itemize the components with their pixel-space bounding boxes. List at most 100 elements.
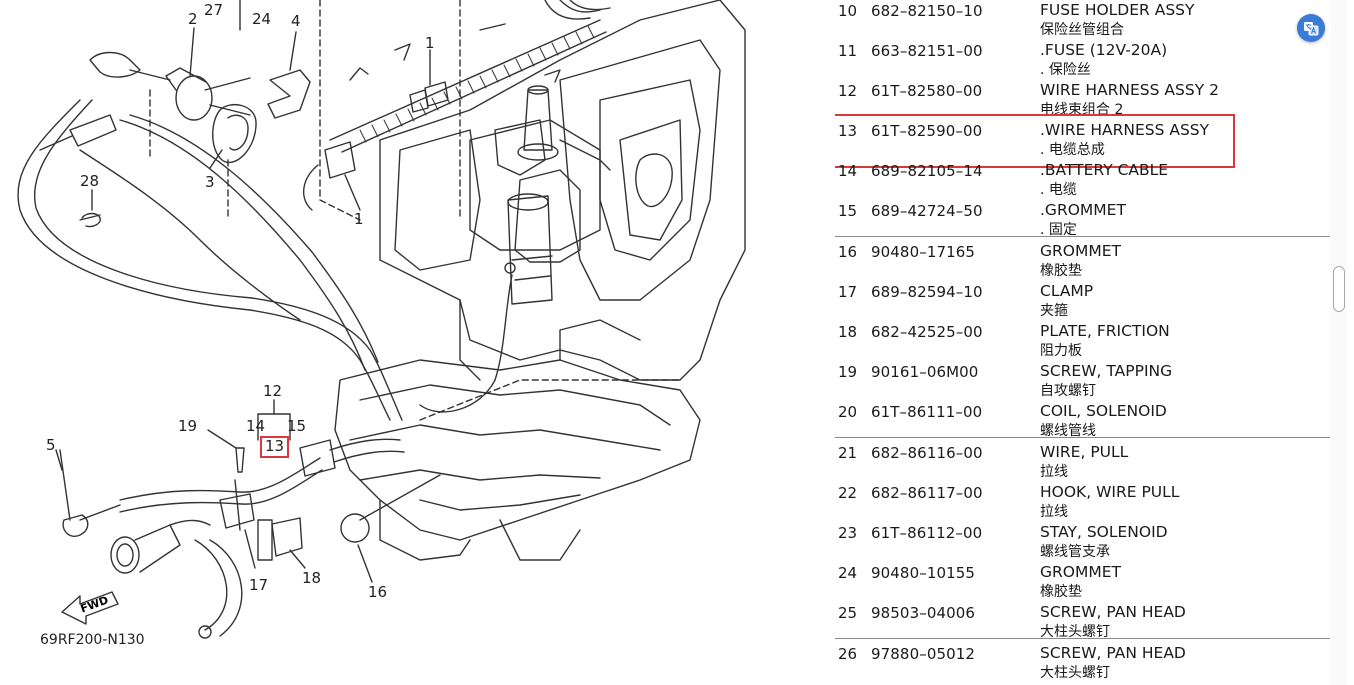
callout-15: 15 bbox=[287, 417, 307, 435]
callout-2: 2 bbox=[188, 10, 198, 28]
part-name-en: SCREW, PAN HEAD bbox=[1040, 603, 1186, 621]
part-number: 61T–86111–00 bbox=[871, 403, 983, 421]
ref-number: 10 bbox=[838, 2, 858, 20]
part-number: 61T–82590–00 bbox=[871, 122, 983, 140]
part-row-11: 11 663–82151–00 .FUSE (12V-20A) . 保险丝 bbox=[835, 36, 1330, 78]
part-name-en: .BATTERY CABLE bbox=[1040, 161, 1169, 179]
callout-27: 27 bbox=[204, 1, 224, 19]
part-name-zh: . 电缆 bbox=[1040, 182, 1077, 198]
ref-number: 21 bbox=[838, 444, 858, 462]
part-row-17: 17 689–82594–10 CLAMP 夹箍 bbox=[835, 277, 1330, 319]
part-name-en: GROMMET bbox=[1040, 242, 1121, 260]
part-number: 90161–06M00 bbox=[871, 363, 979, 381]
part-number: 689–82594–10 bbox=[871, 283, 983, 301]
callout-1-top: 1 bbox=[425, 34, 435, 52]
ref-number: 19 bbox=[838, 363, 858, 381]
part-number: 97880–05012 bbox=[871, 645, 976, 663]
part-row-20: 20 61T–86111–00 COIL, SOLENOID 螺线管线 bbox=[835, 397, 1330, 439]
part-name-en: .WIRE HARNESS ASSY bbox=[1040, 121, 1210, 139]
part-number: 682–42525–00 bbox=[871, 323, 983, 341]
ref-number: 13 bbox=[838, 122, 858, 140]
part-number: 682–86117–00 bbox=[871, 484, 983, 502]
part-name-zh: 拉线 bbox=[1040, 504, 1068, 520]
part-row-13-highlighted: 13 61T–82590–00 .WIRE HARNESS ASSY . 电缆总… bbox=[835, 114, 1330, 168]
callout-14: 14 bbox=[246, 417, 266, 435]
part-name-en: FUSE HOLDER ASSY bbox=[1040, 1, 1195, 19]
callout-5: 5 bbox=[46, 436, 56, 454]
callout-28: 28 bbox=[80, 172, 100, 190]
exploded-parts-diagram: 27 2 24 4 1 1 28 3 12 14 15 19 13 5 17 1… bbox=[17, 0, 746, 648]
part-name-zh: . 电缆总成 bbox=[1040, 142, 1105, 158]
part-name-en: .GROMMET bbox=[1040, 201, 1126, 219]
part-name-zh: 橡胶垫 bbox=[1040, 584, 1082, 600]
part-name-en: GROMMET bbox=[1040, 563, 1121, 581]
callout-24: 24 bbox=[252, 10, 272, 28]
ref-number: 12 bbox=[838, 82, 858, 100]
part-row-16: 16 90480–17165 GROMMET 橡胶垫 bbox=[835, 237, 1330, 279]
callout-12: 12 bbox=[263, 382, 283, 400]
part-row-10: 10 682–82150–10 FUSE HOLDER ASSY 保险丝管组合 bbox=[835, 0, 1330, 38]
ref-number: 22 bbox=[838, 484, 858, 502]
callout-1-bottom: 1 bbox=[354, 210, 364, 228]
part-number: 90480–17165 bbox=[871, 243, 976, 261]
translate-button[interactable] bbox=[1297, 14, 1325, 42]
part-number: 98503–04006 bbox=[871, 604, 976, 622]
vertical-scrollbar[interactable] bbox=[1331, 0, 1346, 685]
part-row-22: 22 682–86117–00 HOOK, WIRE PULL 拉线 bbox=[835, 478, 1330, 520]
part-name-zh: 螺线管支承 bbox=[1040, 544, 1110, 560]
part-number: 689–42724–50 bbox=[871, 202, 983, 220]
part-row-15: 15 689–42724–50 .GROMMET . 固定 bbox=[835, 196, 1330, 238]
callout-18: 18 bbox=[302, 569, 322, 587]
part-name-en: CLAMP bbox=[1040, 282, 1094, 300]
part-row-26: 26 97880–05012 SCREW, PAN HEAD 大柱头螺钉 bbox=[835, 639, 1330, 681]
ref-number: 24 bbox=[838, 564, 858, 582]
ref-number: 16 bbox=[838, 243, 858, 261]
part-row-24: 24 90480–10155 GROMMET 橡胶垫 bbox=[835, 558, 1330, 600]
part-name-zh: 大柱头螺钉 bbox=[1040, 624, 1110, 640]
diagram-code: 69RF200-N130 bbox=[40, 632, 145, 648]
parts-group-3: 21 682–86116–00 WIRE, PULL 拉线 22 682–861… bbox=[835, 437, 1330, 640]
ref-number: 25 bbox=[838, 604, 858, 622]
translate-icon bbox=[1304, 22, 1319, 36]
ref-number: 15 bbox=[838, 202, 858, 220]
part-name-zh: 螺线管线 bbox=[1040, 423, 1096, 439]
part-number: 663–82151–00 bbox=[871, 42, 983, 60]
parts-list: 10 682–82150–10 FUSE HOLDER ASSY 保险丝管组合 … bbox=[835, 0, 1330, 685]
diagram-artwork bbox=[17, 0, 746, 639]
part-name-en: WIRE HARNESS ASSY 2 bbox=[1040, 81, 1219, 99]
part-name-zh: 夹箍 bbox=[1040, 303, 1068, 319]
part-name-zh: 拉线 bbox=[1040, 464, 1068, 480]
ref-number: 23 bbox=[838, 524, 858, 542]
part-name-en: STAY, SOLENOID bbox=[1040, 523, 1168, 541]
part-name-zh: 自攻螺钉 bbox=[1040, 383, 1096, 399]
callout-16: 16 bbox=[368, 583, 388, 601]
part-number: 90480–10155 bbox=[871, 564, 976, 582]
part-name-zh: . 保险丝 bbox=[1040, 62, 1091, 78]
part-number: 689–82105–14 bbox=[871, 162, 983, 180]
callout-4: 4 bbox=[291, 12, 301, 30]
part-name-en: WIRE, PULL bbox=[1040, 443, 1129, 461]
part-name-zh: 大柱头螺钉 bbox=[1040, 665, 1110, 681]
part-row-14: 14 689–82105–14 .BATTERY CABLE . 电缆 bbox=[835, 156, 1330, 198]
ref-number: 20 bbox=[838, 403, 858, 421]
callout-3: 3 bbox=[205, 173, 215, 191]
callout-17: 17 bbox=[249, 576, 269, 594]
ref-number: 17 bbox=[838, 283, 858, 301]
ref-number: 14 bbox=[838, 162, 858, 180]
part-name-en: HOOK, WIRE PULL bbox=[1040, 483, 1180, 501]
ref-number: 18 bbox=[838, 323, 858, 341]
parts-group-2: 16 90480–17165 GROMMET 橡胶垫 17 689–82594–… bbox=[835, 236, 1330, 439]
part-name-en: COIL, SOLENOID bbox=[1040, 402, 1167, 420]
scrollbar-thumb[interactable] bbox=[1333, 266, 1345, 312]
part-name-zh: . 固定 bbox=[1040, 222, 1077, 238]
part-name-en: SCREW, PAN HEAD bbox=[1040, 644, 1186, 662]
part-number: 682–82150–10 bbox=[871, 2, 983, 20]
part-name-zh: 电线束组合 2 bbox=[1040, 102, 1124, 118]
part-number: 682–86116–00 bbox=[871, 444, 983, 462]
part-name-en: PLATE, FRICTION bbox=[1040, 322, 1170, 340]
part-row-25: 25 98503–04006 SCREW, PAN HEAD 大柱头螺钉 bbox=[835, 598, 1330, 640]
part-row-18: 18 682–42525–00 PLATE, FRICTION 阻力板 bbox=[835, 317, 1330, 359]
part-name-zh: 橡胶垫 bbox=[1040, 263, 1082, 279]
part-row-19: 19 90161–06M00 SCREW, TAPPING 自攻螺钉 bbox=[835, 357, 1330, 399]
